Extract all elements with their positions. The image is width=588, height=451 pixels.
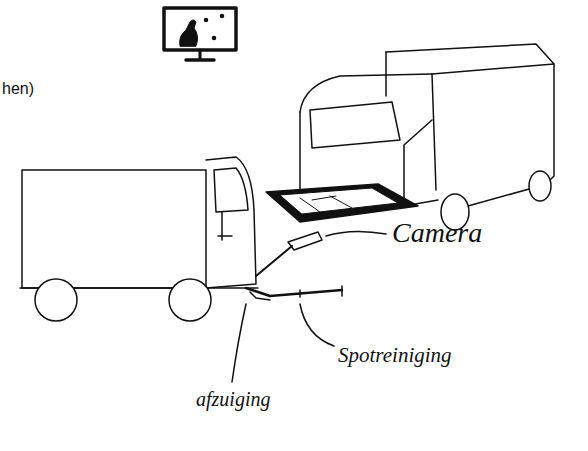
part-label: afzuiging xyxy=(196,388,270,410)
windshield xyxy=(310,102,400,148)
wheel xyxy=(169,279,211,321)
leader-line xyxy=(232,304,246,382)
cab-front xyxy=(299,112,301,196)
monitor-base xyxy=(186,58,214,62)
wheel xyxy=(35,279,77,321)
frame-tines xyxy=(300,196,352,212)
dot xyxy=(213,37,216,40)
monitor-stand xyxy=(199,50,202,58)
sketch-lines xyxy=(20,8,554,382)
cargo-top xyxy=(386,44,554,74)
cab-roof xyxy=(300,74,432,112)
monitor-screen xyxy=(164,8,236,50)
cargo-edge xyxy=(385,52,387,96)
wheel xyxy=(529,171,551,201)
steering xyxy=(218,212,232,240)
cab xyxy=(206,157,256,288)
cut-off-text: hen) xyxy=(2,80,34,98)
dot xyxy=(221,15,224,18)
camera-arm xyxy=(256,246,292,276)
camera xyxy=(288,232,322,250)
cab-corner xyxy=(404,120,432,206)
cargo-back xyxy=(548,64,554,182)
bar-ends xyxy=(300,286,342,297)
dot xyxy=(205,19,208,22)
cargo-box xyxy=(22,170,206,288)
cargo-edge xyxy=(432,74,436,190)
leader-line xyxy=(326,231,386,236)
part-label: Camera xyxy=(392,218,482,249)
frame xyxy=(266,184,418,222)
cab-window xyxy=(214,168,248,212)
leader-line xyxy=(300,304,334,346)
suction-nozzle xyxy=(250,292,270,300)
spot-bar xyxy=(246,288,342,296)
bird-silhouette xyxy=(180,20,198,46)
part-label: Spotreiniging xyxy=(338,344,452,367)
frame-inner xyxy=(280,188,398,214)
